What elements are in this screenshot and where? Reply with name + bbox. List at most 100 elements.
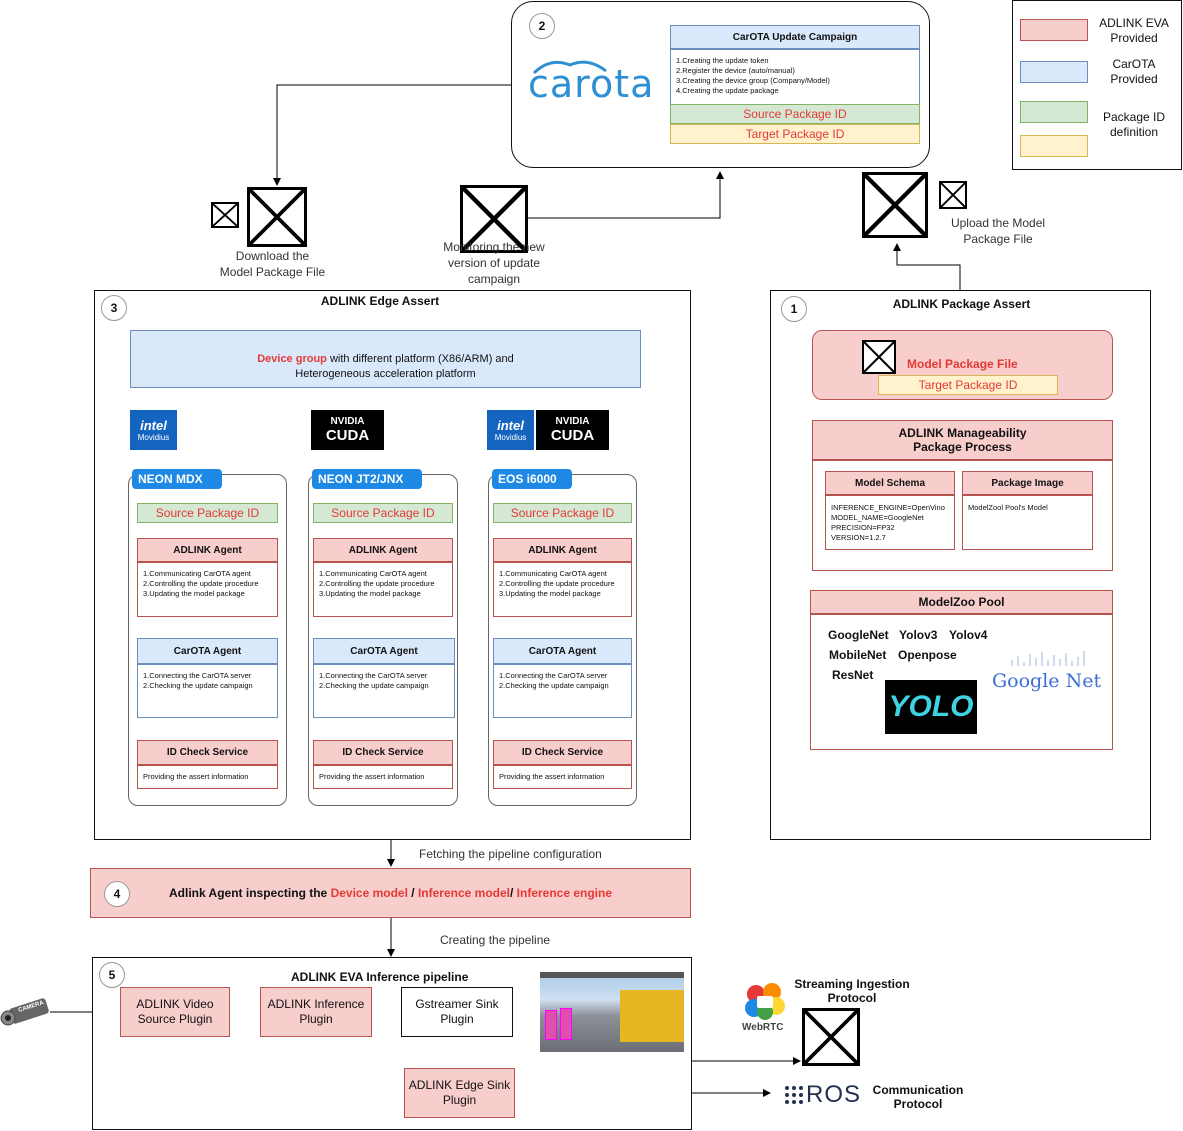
streaming-label: Streaming Ingestion Protocol — [794, 977, 910, 1005]
file-icon-upload — [862, 172, 928, 238]
step-number-4: 4 — [104, 881, 130, 907]
carota-agent-text: 1.Connecting the CarOTA server 2.Checkin… — [143, 671, 253, 690]
person-shape-1 — [545, 1010, 557, 1040]
download-line — [273, 84, 512, 186]
adlink-agent-title: ADLINK Agent — [137, 538, 278, 562]
step-number-2: 2 — [529, 13, 555, 39]
device-group-text: with different platform (X86/ARM) and He… — [295, 352, 514, 380]
package-image-body: ModelZool Pool's Model — [962, 495, 1093, 550]
monitor-line — [528, 171, 724, 219]
model-googlenet: GoogleNet — [828, 628, 889, 642]
edge-sink-plugin: ADLINK Edge Sink Plugin — [404, 1068, 515, 1118]
device-tag-neon-jt2: NEON JT2/JNX — [312, 469, 422, 489]
device-source-id: Source Package ID — [137, 503, 278, 523]
carota-agent-title: CarOTA Agent — [313, 638, 455, 664]
device-group-highlight: Device group — [257, 352, 327, 365]
device-tag-eos-i6000: EOS i6000 — [492, 469, 572, 489]
legend-label-package-id: Package ID definition — [1102, 110, 1166, 139]
ros-logo: ROS — [806, 1081, 862, 1108]
adlink-agent-text: 1.Communicating CarOTA agent 2.Controlli… — [319, 569, 435, 598]
pipeline-title: ADLINK EVA Inference pipeline — [291, 970, 469, 984]
package-assert-title: ADLINK Package Assert — [892, 297, 1031, 311]
id-check-title: ID Check Service — [493, 740, 632, 765]
carota-target-id: Target Package ID — [670, 124, 920, 144]
nvidia-text-2: NVIDIA — [555, 416, 590, 427]
adlink-agent-body: 1.Communicating CarOTA agent 2.Controlli… — [313, 562, 453, 617]
model-resnet: ResNet — [832, 668, 874, 682]
id-check-text: Providing the assert information — [499, 772, 605, 781]
nvidia-text-1: NVIDIA — [330, 416, 365, 427]
carota-agent-text: 1.Connecting the CarOTA server 2.Checkin… — [499, 671, 609, 690]
inference-output-image — [540, 972, 684, 1052]
legend-swatch-adlink — [1020, 19, 1088, 41]
id-check-body: Providing the assert information — [493, 765, 632, 789]
device-source-id: Source Package ID — [313, 503, 453, 523]
model-openpose: Openpose — [898, 648, 957, 662]
bus-shape — [620, 990, 684, 1042]
create-label: Creating the pipeline — [440, 933, 551, 947]
carota-campaign-body: 1.Creating the update token 2.Register t… — [670, 49, 920, 105]
id-check-title: ID Check Service — [137, 740, 278, 765]
communication-label: Communication Protocol — [872, 1083, 964, 1111]
intel-movidius-logo-2: intel Movidius — [487, 410, 534, 450]
cuda-text-1: CUDA — [325, 427, 370, 444]
gstreamer-sink-plugin: Gstreamer Sink Plugin — [401, 987, 513, 1037]
id-check-body: Providing the assert information — [313, 765, 453, 789]
step-number-5: 5 — [99, 962, 125, 988]
model-package-file-label: Model Package File — [907, 357, 1018, 371]
yolo-logo: YOLO — [885, 680, 977, 734]
carota-logo-text: carota — [528, 62, 655, 106]
legend-swatch-carota — [1020, 61, 1088, 83]
video-source-plugin: ADLINK Video Source Plugin — [120, 987, 230, 1037]
inspect-inference-engine: Inference engine — [516, 886, 613, 900]
googlenet-logo: Google Net — [992, 670, 1102, 692]
adlink-agent-body: 1.Communicating CarOTA agent 2.Controlli… — [493, 562, 632, 617]
model-schema-body: INFERENCE_ENGINE=OpenVino MODEL_NAME=Goo… — [825, 495, 955, 550]
intel-text-2: intel — [497, 418, 524, 433]
modelzoo-title: ModelZoo Pool — [810, 590, 1113, 614]
package-image-title: Package Image — [962, 471, 1093, 495]
inference-plugin: ADLINK Inference Plugin — [260, 987, 372, 1037]
legend-swatch-package-id-yellow — [1020, 135, 1088, 157]
adlink-agent-text: 1.Communicating CarOTA agent 2.Controlli… — [499, 569, 615, 598]
carota-source-id: Source Package ID — [670, 104, 920, 124]
id-check-body: Providing the assert information — [137, 765, 278, 789]
file-icon-streaming — [802, 1008, 860, 1066]
carota-agent-body: 1.Connecting the CarOTA server 2.Checkin… — [137, 664, 278, 718]
file-icon-small-upload — [939, 181, 967, 209]
intel-text-1: intel — [140, 418, 167, 433]
inspect-sep-1: / — [407, 886, 418, 900]
carota-campaign-steps: 1.Creating the update token 2.Register t… — [676, 56, 830, 95]
nvidia-cuda-logo-2: NVIDIA CUDA — [536, 410, 609, 450]
file-icon-download — [247, 187, 307, 247]
webrtc-label: WebRTC — [742, 1022, 784, 1033]
model-yolov3: Yolov3 — [899, 628, 938, 642]
legend-label-carota: CarOTA Provided — [1110, 57, 1158, 86]
device-source-id: Source Package ID — [493, 503, 632, 523]
adlink-agent-title: ADLINK Agent — [313, 538, 453, 562]
legend-label-adlink: ADLINK EVA Provided — [1099, 16, 1169, 45]
inspect-prefix: Adlink Agent inspecting the — [169, 886, 331, 900]
model-yolov4: Yolov4 — [949, 628, 988, 642]
carota-agent-title: CarOTA Agent — [137, 638, 278, 664]
download-label: Download the Model Package File — [219, 249, 326, 279]
carota-agent-text: 1.Connecting the CarOTA server 2.Checkin… — [319, 671, 429, 690]
googlenet-waveform-icon — [1011, 651, 1085, 666]
carota-logo-arc-icon — [532, 60, 607, 75]
edge-assert-title: ADLINK Edge Assert — [320, 294, 440, 308]
adlink-agent-title: ADLINK Agent — [493, 538, 632, 562]
upload-label: Upload the Model Package File — [950, 216, 1046, 246]
step-number-1: 1 — [781, 296, 807, 322]
legend: ADLINK EVA Provided CarOTA Provided Pack… — [1012, 0, 1182, 170]
inspect-text: Adlink Agent inspecting the Device model… — [169, 886, 612, 900]
id-check-title: ID Check Service — [313, 740, 453, 765]
adlink-agent-body: 1.Communicating CarOTA agent 2.Controlli… — [137, 562, 278, 617]
movidius-text-1: Movidius — [137, 433, 170, 442]
model-schema-title: Model Schema — [825, 471, 955, 495]
camera-icon: CAMERA — [0, 998, 50, 1028]
image-titlebar — [540, 972, 684, 978]
movidius-text-2: Movidius — [494, 433, 527, 442]
carota-campaign-title: CarOTA Update Campaign — [670, 25, 920, 49]
intel-movidius-logo-1: intel Movidius — [130, 410, 177, 450]
device-tag-neon-mdx: NEON MDX — [132, 469, 222, 489]
